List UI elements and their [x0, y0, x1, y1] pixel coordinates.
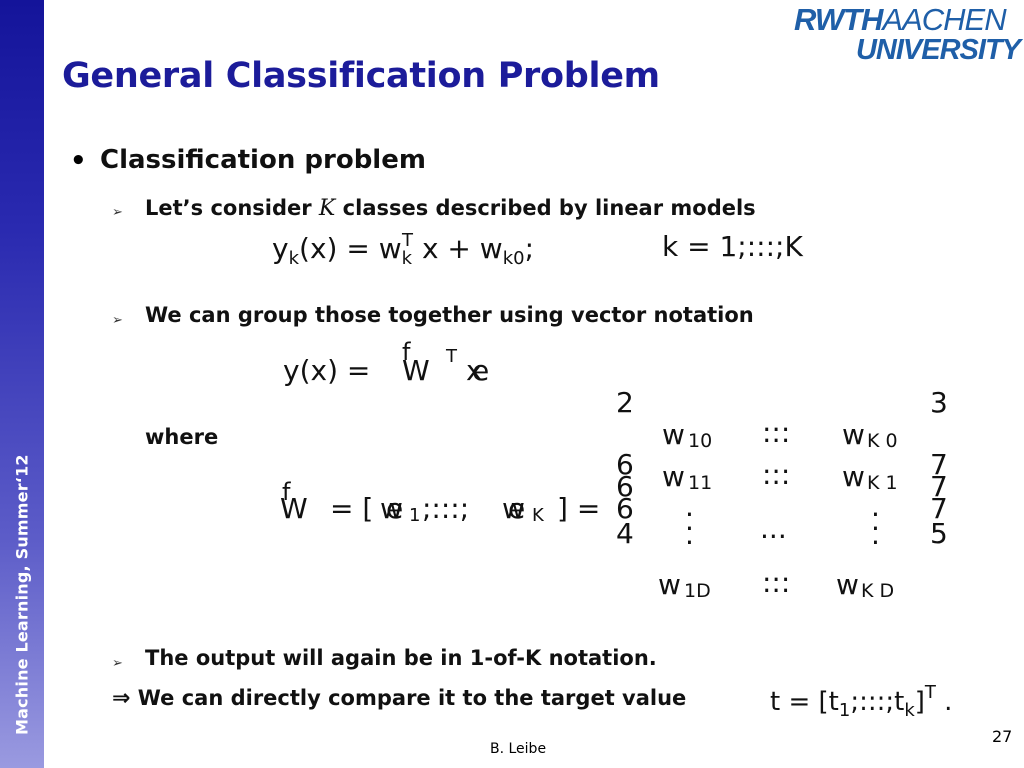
vector-x: x — [466, 354, 483, 387]
bracket-right-mid: 7 — [930, 492, 948, 525]
bracket-left-mid: 6 — [616, 470, 634, 503]
bracket-left-bottom: 4 — [616, 517, 634, 550]
matrix-subscript: K 1 — [867, 472, 898, 494]
matrix-w: W — [280, 492, 308, 525]
matrix-entry: w — [842, 460, 865, 493]
tilde-mark: f — [282, 478, 291, 506]
vdots: ... — [685, 490, 694, 551]
ellipsis: ;:::; — [422, 492, 470, 525]
equation-index-range: k = 1;:::;K — [662, 230, 803, 263]
matrix-subscript: 10 — [688, 430, 713, 452]
slide-title: General Classification Problem — [62, 56, 660, 96]
tilde-e: e — [386, 492, 404, 525]
matrix-subscript: 11 — [688, 472, 713, 494]
logo-university: UNIVERSITY — [855, 34, 1021, 66]
logo-aachen: AACHEN — [882, 2, 1006, 37]
sub-bullet-marker: ➢ — [112, 656, 123, 671]
sub-bullet-text-a: Let’s consider — [145, 196, 319, 220]
bracket-left-mid: 6 — [616, 448, 634, 481]
bullet-marker: • — [70, 146, 87, 176]
equation-target: t = [t1;:::;tk]T . — [770, 682, 953, 721]
matrix-dots: ::: — [762, 566, 791, 599]
matrix-subscript: 1D — [684, 580, 711, 602]
bracket-right-mid: 7 — [930, 470, 948, 503]
bracket-left-top: 2 — [616, 386, 634, 419]
subscript-k: K — [532, 505, 544, 526]
matrix-w: W — [402, 354, 430, 387]
bracket-right-mid: 7 — [930, 448, 948, 481]
tilde-e: e — [472, 354, 490, 387]
author-footer: B. Leibe — [490, 741, 547, 757]
equation-linear-model: yk(x) = wkT x + wk0; — [272, 230, 535, 269]
sub-bullet-text: We can group those together using vector… — [145, 303, 754, 327]
matrix-entry: w — [658, 568, 681, 601]
bracket-right-top: 3 — [930, 386, 948, 419]
tilde-e: e — [508, 492, 526, 525]
sub-bullet-text-b: classes described by linear models — [335, 196, 756, 220]
sub-bullet-marker: ➢ — [112, 313, 123, 328]
where-label: where — [145, 425, 219, 449]
sidebar-bar: Machine Learning, Summer‘12 — [0, 0, 44, 768]
bracket-left-mid: 6 — [616, 492, 634, 525]
matrix-entry: w — [662, 460, 685, 493]
implies-arrow: ⇒ — [112, 686, 131, 711]
page-number: 27 — [992, 727, 1013, 746]
tilde-mark: f — [402, 338, 411, 366]
vector-wk: w — [502, 492, 525, 525]
math-variable-k: K — [318, 196, 336, 221]
bracket-right-bottom: 5 — [930, 517, 948, 550]
equation-close: ] = — [557, 492, 601, 525]
matrix-subscript: K D — [861, 580, 895, 602]
course-label: Machine Learning, Summer‘12 — [12, 454, 32, 735]
matrix-subscript: K 0 — [867, 430, 898, 452]
sub-bullet-text: The output will again be in 1-of-K notat… — [145, 646, 657, 670]
sub-bullet-marker: ➢ — [112, 205, 123, 220]
subscript-1: 1 — [409, 505, 421, 526]
vector-w1: w — [380, 492, 403, 525]
matrix-dots: ::: — [762, 416, 791, 449]
matrix-entry: w — [842, 418, 865, 451]
logo-rwth: RWTH — [794, 2, 883, 37]
transpose-mark: T — [446, 346, 457, 367]
implication-text: We can directly compare it to the target… — [137, 686, 687, 710]
equation-assign: = [ — [330, 492, 374, 525]
vdots: ... — [871, 490, 880, 551]
equation-vector-form: y(x) = — [283, 354, 371, 387]
implication-line: ⇒ We can directly compare it to the targ… — [112, 686, 686, 711]
bullet-heading: Classification problem — [100, 145, 426, 175]
university-logo: RWTHAACHEN UNIVERSITY — [794, 2, 1021, 66]
matrix-entry: w — [836, 568, 859, 601]
matrix-dots: ::: — [762, 458, 791, 491]
sub-bullet-text: Let’s consider K classes described by li… — [145, 196, 756, 221]
matrix-entry: w — [662, 418, 685, 451]
ddots: ... — [760, 512, 787, 545]
